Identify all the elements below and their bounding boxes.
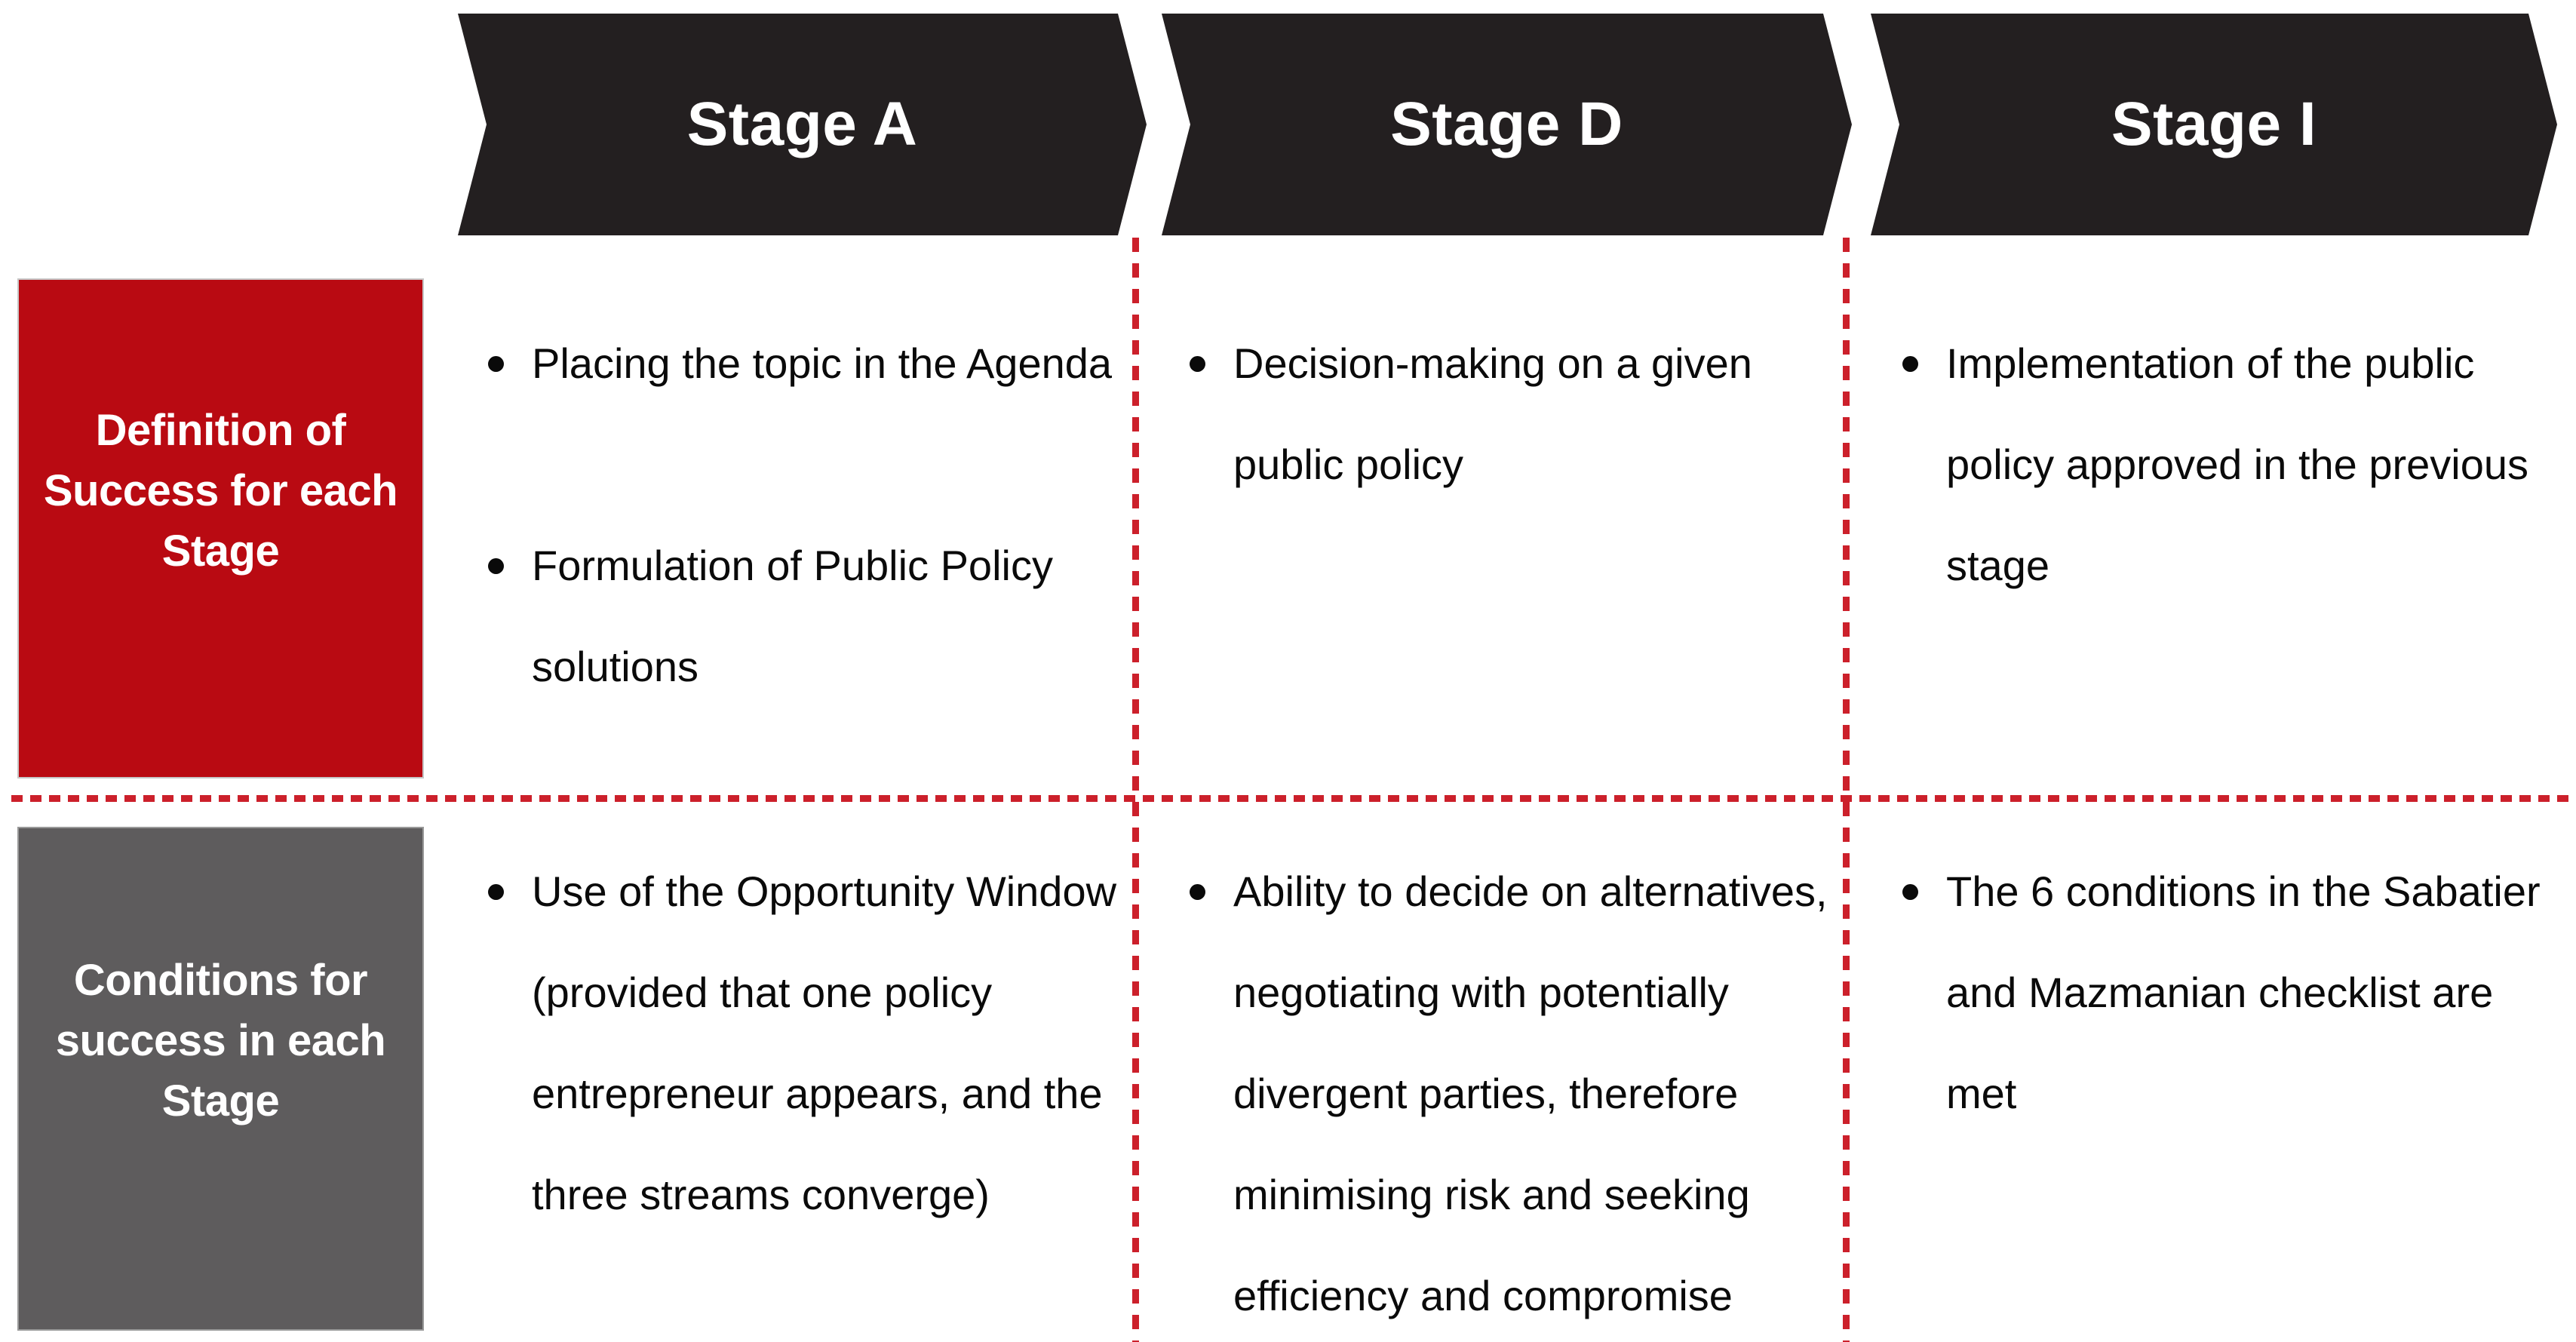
bullet-dot [488,884,504,900]
bullet-item: Implementation of the public policy appr… [1902,313,2557,616]
stage-i-label: Stage I [2111,90,2317,158]
row-header-definition-text: Definition of Success for each Stage [44,401,398,582]
bullet-text: Use of the Opportunity Window (provided … [532,868,1117,1218]
row-header-line: success in each [55,1016,386,1065]
bullet-text: Decision-making on a given public policy [1233,339,1752,488]
bullet-item: Formulation of Public Policy solutions [488,515,1128,717]
stage-a-label: Stage A [686,90,918,158]
cell-definition-stage-a: Placing the topic in the Agenda Formulat… [488,313,1128,717]
row-header-conditions-text: Conditions for success in each Stage [55,950,386,1132]
bullet-item: Decision-making on a given public policy [1190,313,1837,515]
row-header-line: Conditions for [73,956,368,1005]
cell-definition-stage-d: Decision-making on a given public policy [1190,313,1837,515]
bullet-text: Placing the topic in the Agenda [532,339,1113,387]
bullet-item: Use of the Opportunity Window (provided … [488,841,1128,1245]
bullet-dot [488,558,504,574]
cell-conditions-stage-i: The 6 conditions in the Sabatier and Maz… [1902,841,2557,1144]
column-divider-dashed-line-2 [1843,238,1850,1342]
row-header-line: Stage [161,526,280,576]
stage-header-d: Stage D [1162,14,1852,235]
bullet-text: Ability to decide on alternatives, negot… [1233,868,1828,1319]
bullet-item: Placing the topic in the Agenda [488,313,1128,414]
row-header-definition-of-success: Definition of Success for each Stage [19,280,422,777]
stage-header-a: Stage A [458,14,1147,235]
bullet-item: Ability to decide on alternatives, negot… [1190,841,1837,1342]
bullet-dot [1902,884,1918,900]
row-divider-dashed-line [11,795,2568,802]
bullet-dot [488,356,504,372]
bullet-text: Formulation of Public Policy solutions [532,542,1053,690]
bullet-dot [1190,884,1205,900]
cell-conditions-stage-a: Use of the Opportunity Window (provided … [488,841,1128,1245]
bullet-dot [1902,356,1918,372]
stage-d-label: Stage D [1390,90,1623,158]
stage-header-i: Stage I [1871,14,2557,235]
row-header-line: Definition of [95,405,346,455]
bullet-item: The 6 conditions in the Sabatier and Maz… [1902,841,2557,1144]
cell-definition-stage-i: Implementation of the public policy appr… [1902,313,2557,616]
bullet-text: Implementation of the public policy appr… [1946,339,2529,589]
row-header-conditions-for-success: Conditions for success in each Stage [19,828,422,1329]
column-divider-dashed-line-1 [1132,238,1139,1342]
row-header-line: Stage [161,1076,280,1125]
bullet-dot [1190,356,1205,372]
cell-conditions-stage-d: Ability to decide on alternatives, negot… [1190,841,1837,1342]
row-header-line: Success for each [43,465,398,515]
bullet-text: The 6 conditions in the Sabatier and Maz… [1946,868,2541,1117]
